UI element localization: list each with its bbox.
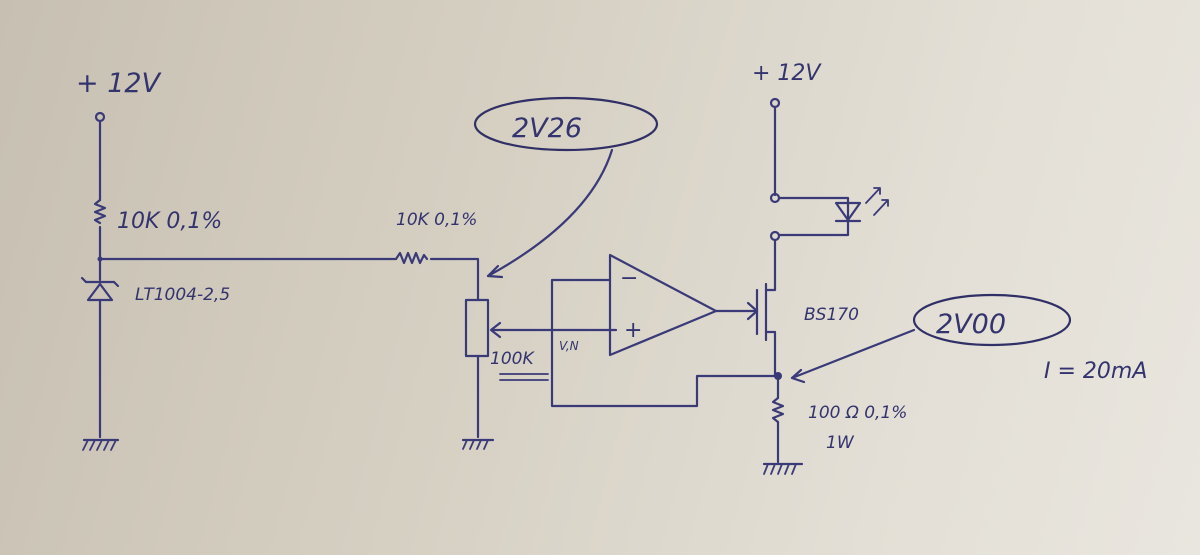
- reference-label: LT1004-2,5: [135, 285, 230, 305]
- resistor-sense: [771, 396, 785, 424]
- wiper-voltage-pointer: [486, 148, 614, 278]
- mosfet: [755, 282, 777, 378]
- pot-label: 100K: [490, 349, 535, 369]
- reference-diode-symbol: [80, 276, 120, 302]
- source-voltage-arrowhead: [790, 368, 806, 384]
- supply-right-terminal: [769, 97, 781, 109]
- feedback-wire: [550, 278, 780, 408]
- r2-label: 10K 0,1%: [396, 210, 477, 230]
- opamp-minus-label: −: [620, 266, 638, 291]
- resistor-r2: [394, 251, 429, 265]
- supply-right-label: + 12V: [752, 61, 822, 86]
- sense-resistor-label: 100 Ω 0,1%: [808, 403, 907, 423]
- mosfet-label: BS170: [804, 305, 859, 325]
- wiper-voltage-arrowhead: [486, 264, 504, 279]
- annotation-wiper-voltage: 2V26: [473, 96, 659, 279]
- opamp-plus-label: +: [624, 318, 642, 343]
- resistor-r1: [93, 198, 107, 225]
- voltage-bubble-source: [912, 293, 1072, 347]
- ground-pot: [461, 438, 495, 450]
- ground-left: [82, 438, 120, 451]
- voltage-bubble-wiper: [473, 96, 659, 152]
- vin-label: V,N: [559, 339, 579, 353]
- opamp: − +: [550, 253, 780, 408]
- source-voltage-pointer: [790, 328, 916, 380]
- right-branch: + 12V BS170 100 Ω 0,1% 1W: [752, 61, 907, 475]
- led: [777, 187, 889, 237]
- potentiometer-body: [464, 298, 490, 358]
- divider-branch: 10K 0,1% 100K V,N: [98, 210, 618, 450]
- annotation-source-voltage: 2V00: [790, 293, 1072, 384]
- source-voltage-label: 2V00: [936, 309, 1006, 340]
- sense-resistor-power-label: 1W: [826, 433, 855, 453]
- supply-left-terminal: [94, 111, 106, 123]
- current-label: I = 20mA: [1044, 359, 1147, 384]
- supply-left-label: + 12V: [76, 68, 163, 99]
- ground-right: [762, 462, 804, 475]
- r1-label: 10K 0,1%: [117, 209, 222, 234]
- wire-drain: [764, 238, 777, 292]
- left-branch: + 12V 10K 0,1% LT1004-2,5: [76, 68, 230, 451]
- wire-r2-to-pot: [429, 257, 480, 302]
- wiper-arrow: [489, 321, 502, 339]
- wiper-voltage-label: 2V26: [512, 113, 582, 144]
- opamp-triangle: [608, 253, 718, 357]
- led-terminal-bottom: [769, 230, 781, 242]
- pot-underline: [499, 373, 549, 381]
